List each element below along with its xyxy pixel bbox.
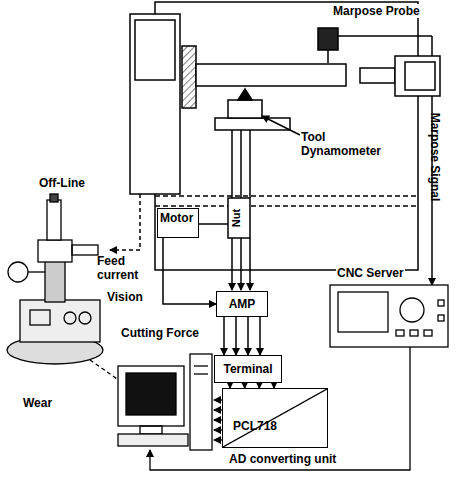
amp-box: AMP <box>216 291 268 317</box>
signal-label: Marpose Signal <box>428 112 442 203</box>
terminal-box: Terminal <box>214 355 282 383</box>
signal-connector <box>224 317 260 355</box>
motor-box: Motor <box>157 208 199 238</box>
computer <box>118 354 222 450</box>
probe-label: Marpose Probe <box>332 4 421 18</box>
lathe <box>110 2 440 290</box>
wear-label: Wear <box>22 396 53 410</box>
signal-connector <box>163 238 216 304</box>
vision-label: Vision <box>106 290 144 304</box>
ad-card-box: PCL718 <box>222 388 328 448</box>
box-text: Terminal <box>223 362 272 376</box>
card-diagonal <box>223 389 327 447</box>
offline-label: Off-Line <box>38 176 86 190</box>
dynamometer-label: Tool Dynamometer <box>300 130 388 158</box>
edge-label: Cutting Force <box>120 326 200 340</box>
box-text: Motor <box>160 211 193 225</box>
edge-label: Feed current <box>96 254 158 282</box>
ad-unit-label: AD converting unit <box>228 452 337 466</box>
box-text: AMP <box>229 297 256 311</box>
nut-label: Nut <box>229 208 243 228</box>
cnc-server <box>150 285 448 470</box>
server-label: CNC Server <box>336 266 405 280</box>
box-text: PCL718 <box>233 419 277 433</box>
